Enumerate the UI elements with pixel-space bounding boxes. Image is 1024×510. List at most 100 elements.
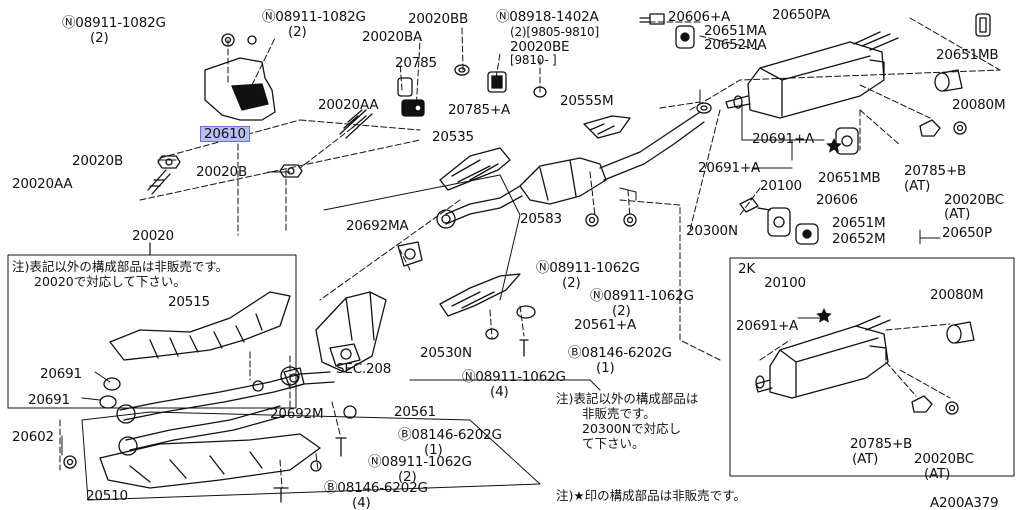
label-at: (AT)	[904, 178, 931, 194]
label-20606: 20606	[816, 192, 858, 208]
hanger-20650pa	[639, 13, 991, 49]
inset-label-at: (AT)	[924, 466, 951, 482]
hanger-20606	[739, 197, 819, 245]
label-20652ma: 20652MA	[704, 37, 767, 53]
center-pipe-20300n	[519, 102, 712, 205]
label-qty: (1)	[424, 442, 443, 458]
star-mark-inset	[816, 308, 832, 323]
label-20555m: 20555M	[560, 93, 614, 109]
label-n08911-1082g-b: Ⓝ08911-1082G	[262, 9, 366, 25]
stud-20020aa-b	[147, 169, 171, 195]
label-20020: 20020	[132, 228, 174, 244]
label-n08911-1062g-a: Ⓝ08911-1062G	[536, 260, 640, 276]
label-20020be: 20020BE	[510, 39, 570, 55]
inset-tip	[946, 321, 975, 344]
heat-shield-20530n	[439, 273, 536, 357]
label-20691-plus-a: 20691+A	[752, 131, 815, 147]
label-20020aa-b: 20020AA	[12, 176, 73, 192]
label-20606-plus-a: 20606+A	[668, 9, 731, 25]
label-20020aa: 20020AA	[318, 97, 379, 113]
nut-20583	[585, 213, 637, 227]
label-20602: 20602	[12, 429, 54, 445]
label-qty: (4)	[490, 384, 509, 400]
label-20020bb: 20020BB	[408, 11, 469, 27]
heat-shield-20535	[439, 147, 511, 191]
inset-label-at: (AT)	[852, 451, 879, 467]
gaskets-20691	[63, 377, 121, 469]
note-center-line1: 注)表記以外の構成部品は	[556, 391, 699, 406]
label-at: (AT)	[944, 206, 971, 222]
catalyst-sec208	[315, 291, 387, 373]
bolts-lower	[273, 405, 357, 503]
label-20692ma: 20692MA	[346, 218, 409, 234]
label-20651ma: 20651MA	[704, 23, 767, 39]
label-qty: (2)	[398, 469, 417, 485]
label-20610[interactable]: 20610	[200, 126, 250, 142]
front-pipe-upper	[436, 185, 523, 229]
label-20785: 20785	[395, 55, 437, 71]
label-qty: (2)	[288, 24, 307, 40]
heat-shield-20555m	[583, 115, 631, 139]
label-n08911-1062g-b: Ⓝ08911-1062G	[590, 288, 694, 304]
label-date-range: (2)[9805-9810]	[510, 25, 599, 39]
star-mark-main	[826, 138, 842, 153]
tip-20080m	[934, 69, 963, 92]
main-muffler-20100	[725, 31, 899, 119]
label-20650pa: 20650PA	[772, 7, 831, 23]
inset-2k-frame	[729, 257, 1015, 477]
label-20561-plus-a: 20561+A	[574, 317, 637, 333]
gasket-20692ma	[397, 241, 423, 267]
label-b08146-6202g-a: Ⓑ08146-6202G	[568, 345, 672, 361]
label-qty: (1)	[596, 360, 615, 376]
lower-heat-shield-20510	[99, 433, 321, 489]
label-20561: 20561	[394, 404, 436, 420]
hanger-20651mb	[835, 127, 859, 155]
label-qty: (4)	[352, 495, 371, 510]
label-20100: 20100	[760, 178, 802, 194]
note-left-line1: 注)表記以外の構成部品は非販売です。	[12, 259, 229, 274]
label-20691: 20691	[40, 366, 82, 382]
label-20691-plus-a-2: 20691+A	[698, 160, 761, 176]
label-n08911-1062g-c: Ⓝ08911-1062G	[462, 369, 566, 385]
label-b08146-6202g-c: Ⓑ08146-6202G	[324, 480, 428, 496]
note-left-line2: 20020で対応して下さい。	[34, 274, 186, 289]
heat-shield-20515	[109, 291, 291, 361]
label-20020ba: 20020BA	[362, 29, 423, 45]
inset-label-20080m: 20080M	[930, 287, 984, 303]
label-qty: (2)	[90, 30, 109, 46]
gasket-20692m	[283, 367, 305, 389]
label-20300n: 20300N	[686, 223, 738, 239]
lower-assembly-frame	[81, 411, 541, 501]
label-20785-b: 20785+B	[904, 163, 967, 179]
label-20651mb: 20651MB	[936, 47, 999, 63]
stud-20020aa	[339, 109, 373, 139]
hanger-20785-a	[487, 71, 547, 98]
label-20530n: 20530N	[420, 345, 472, 361]
nut-20020b	[157, 155, 181, 169]
label-20785-plus-a: 20785+A	[448, 102, 511, 118]
y-pipe-20020	[116, 366, 335, 456]
clamp-20785b	[919, 119, 967, 137]
label-qty: (2)	[612, 303, 631, 319]
hanger-20020bb	[454, 64, 470, 76]
label-20535: 20535	[432, 129, 474, 145]
inset-title: 2K	[738, 261, 756, 277]
label-sec208[interactable]: SEC.208	[336, 361, 392, 377]
inset-muffler	[755, 315, 891, 399]
label-20080m: 20080M	[952, 97, 1006, 113]
inset-clamp	[911, 395, 959, 415]
label-n08911-1082g-a: Ⓝ08911-1082G	[62, 15, 166, 31]
hanger-20020ba	[397, 77, 425, 117]
note-center-line3: 20300Nで対応し	[582, 421, 682, 436]
diagram-code: A200A379	[930, 495, 999, 510]
inset-label-20100: 20100	[764, 275, 806, 291]
label-20515: 20515	[168, 294, 210, 310]
label-20651m: 20651M	[832, 215, 886, 231]
label-date-range: [9810- ]	[510, 53, 557, 67]
label-20510: 20510	[86, 488, 128, 504]
bracket-20610	[204, 33, 276, 121]
inset-label-20020bc: 20020BC	[914, 451, 974, 467]
inset-label-20691-plus-a: 20691+A	[736, 318, 799, 334]
